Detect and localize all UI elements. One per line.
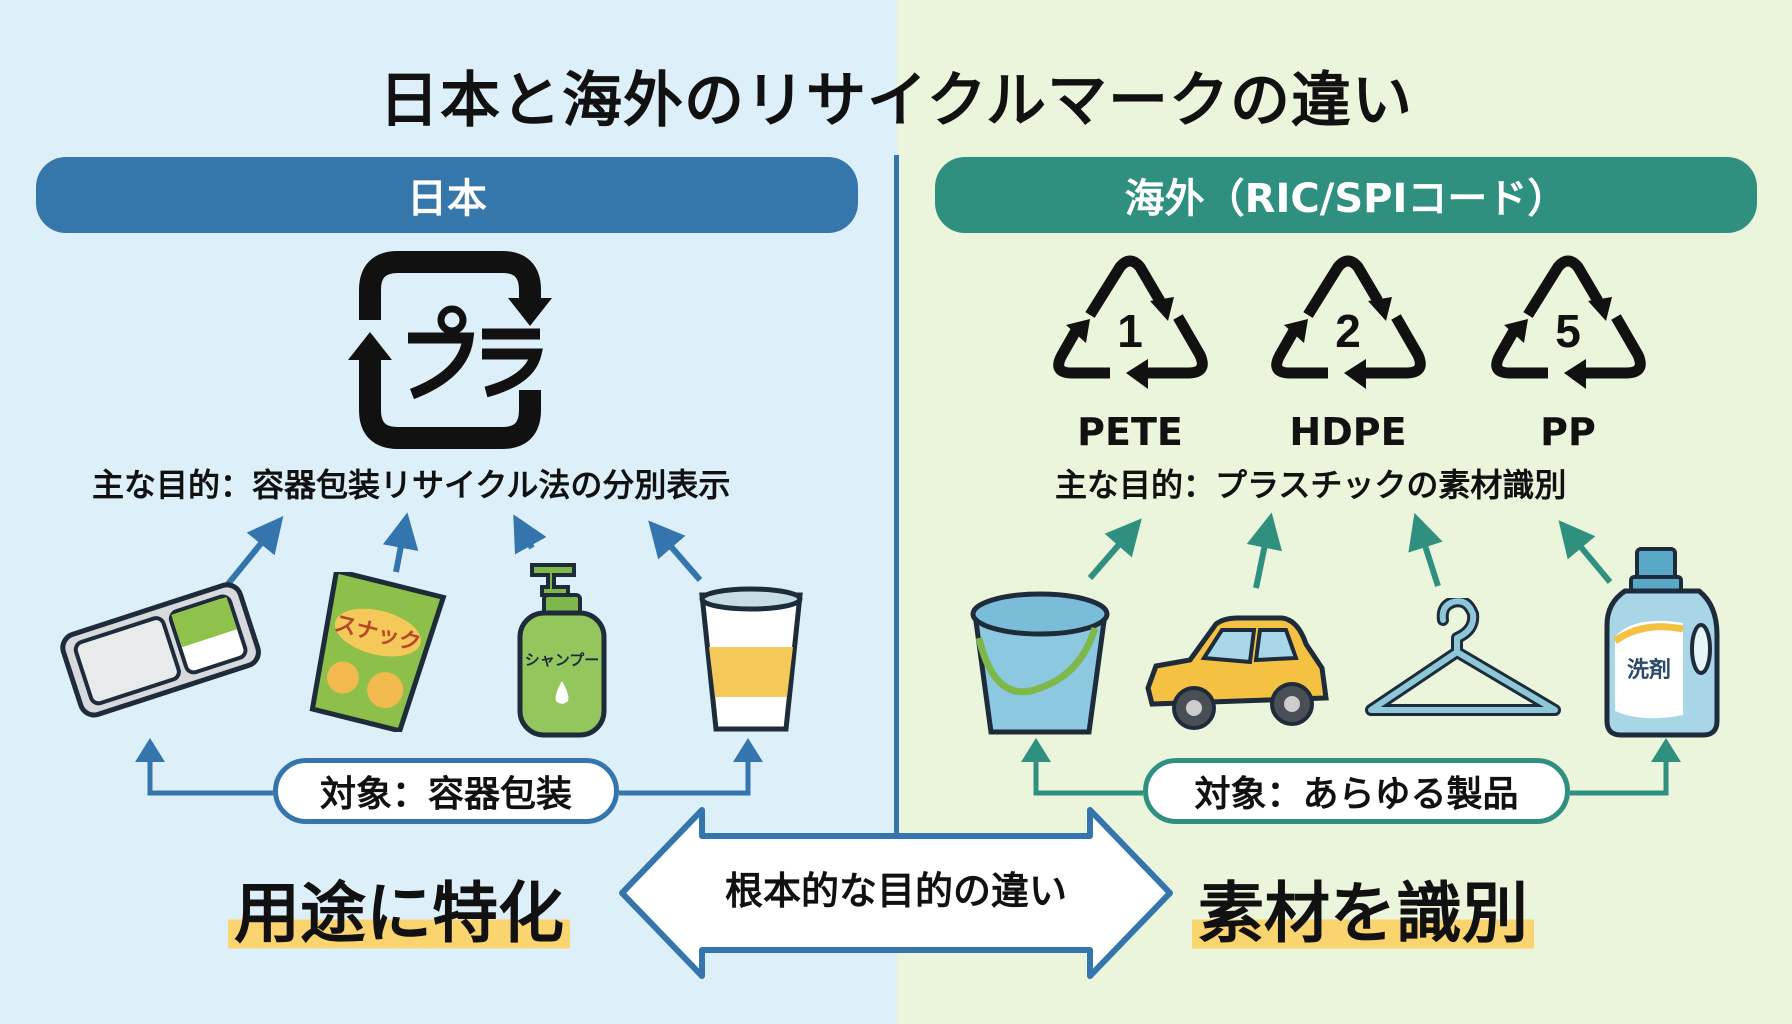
toy-car-icon: [1145, 615, 1329, 730]
svg-text:洗剤: 洗剤: [1627, 657, 1671, 683]
center-divider: [894, 155, 899, 838]
international-header-label: 海外（RIC/SPIコード）: [1124, 176, 1568, 222]
svg-text:1: 1: [1117, 305, 1143, 357]
plastic-cup-icon: [699, 586, 803, 732]
svg-text:シャンプー: シャンプー: [525, 651, 600, 669]
svg-text:5: 5: [1555, 305, 1581, 357]
ric-code-label-hdpe: HDPE: [1289, 410, 1407, 454]
hanger-icon: [1365, 598, 1561, 716]
detergent-bottle-icon: 洗剤: [1604, 547, 1720, 738]
pla-recycle-mark-icon: プラ: [348, 251, 552, 449]
snack-bag-icon: スナック: [309, 572, 447, 732]
ric-code-label-pete: PETE: [1077, 410, 1183, 454]
international-conclusion: 素材を識別: [1192, 860, 1534, 956]
double-arrow-label: 根本的な目的の違い: [724, 869, 1067, 913]
international-purpose-text: 主な目的：プラスチックの素材識別: [1055, 466, 1567, 504]
japan-header-label: 日本: [407, 176, 487, 222]
international-header: 海外（RIC/SPIコード）: [935, 157, 1757, 233]
bento-tray-icon: [60, 582, 261, 718]
japan-header: 日本: [36, 157, 858, 233]
japan-target-pill: 対象：容器包装: [273, 758, 619, 824]
shampoo-bottle-icon: シャンプー: [517, 563, 607, 738]
japan-conclusion: 用途に特化: [228, 860, 570, 956]
ric-triangle-icon-5: 5: [1491, 255, 1646, 389]
svg-text:プラ: プラ: [480, 334, 482, 337]
international-target-pill: 対象：あらゆる製品: [1143, 758, 1570, 824]
ric-code-label-pp: PP: [1540, 410, 1596, 454]
page-title: 日本と海外のリサイクルマークの違い: [379, 66, 1413, 136]
ric-triangle-icon-2: 2: [1271, 255, 1426, 389]
japan-target-label: 対象：容器包装: [319, 774, 572, 815]
bucket-icon: [970, 591, 1110, 735]
japan-purpose-text: 主な目的：容器包装リサイクル法の分別表示: [92, 466, 731, 504]
svg-text:2: 2: [1335, 305, 1361, 357]
international-target-label: 対象：あらゆる製品: [1194, 774, 1519, 815]
ric-triangle-icon-1: 1: [1053, 255, 1208, 389]
